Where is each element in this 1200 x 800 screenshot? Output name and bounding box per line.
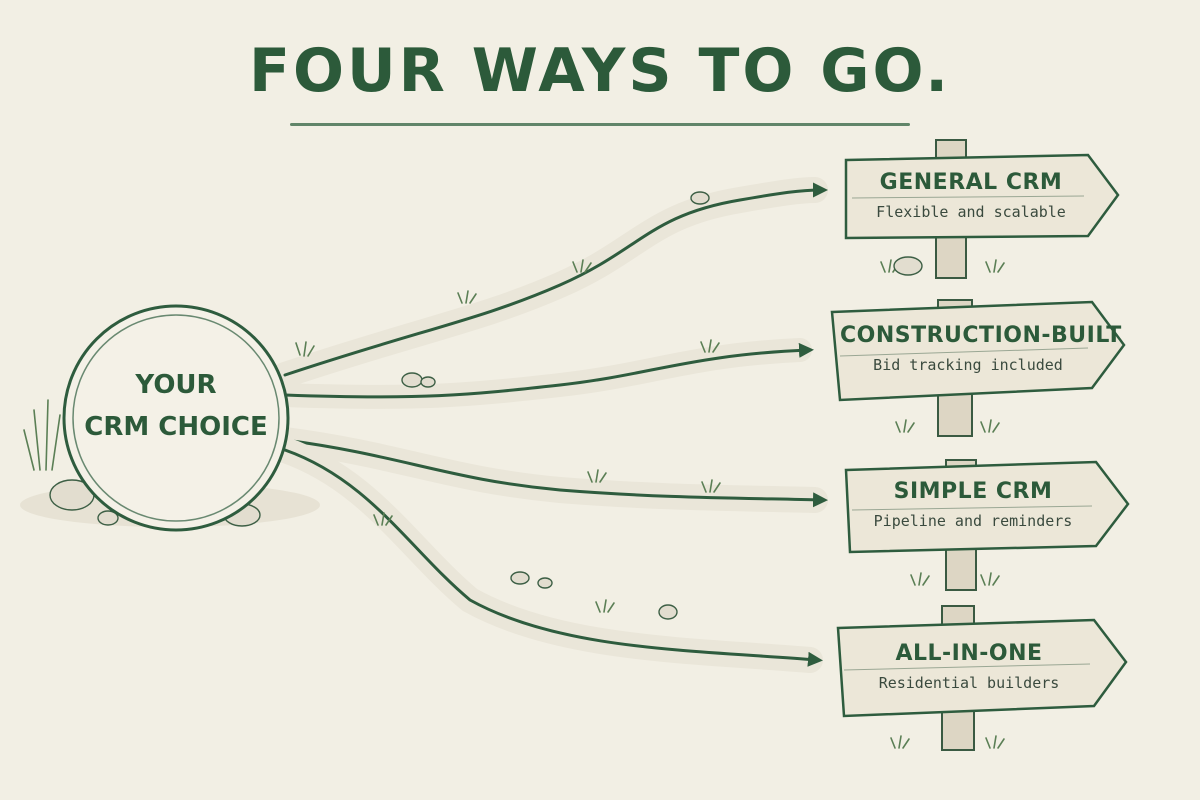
hub-label: YOUR CRM CHOICE <box>78 364 274 448</box>
hub-label-line2: CRM CHOICE <box>84 412 268 442</box>
rocks <box>49 191 923 620</box>
sign-simple-crm: SIMPLE CRM Pipeline and reminders <box>852 479 1094 530</box>
path-to-all-in-one <box>272 437 823 673</box>
path-to-general-crm <box>272 177 828 388</box>
sign-subtitle: Bid tracking included <box>873 356 1063 374</box>
signpost-general-crm <box>844 139 1120 279</box>
sign-subtitle: Pipeline and reminders <box>873 512 1073 530</box>
hub-label-line1: YOUR <box>135 370 217 400</box>
signpost-construction-built <box>830 299 1126 437</box>
sign-construction-built: CONSTRUCTION-BUILT Bid tracking included <box>840 323 1122 374</box>
path-to-construction-built <box>273 338 814 409</box>
page-title: FOUR WAYS TO GO. <box>248 36 952 106</box>
sign-title: ALL-IN-ONE <box>895 641 1043 666</box>
sign-general-crm: GENERAL CRM Flexible and scalable <box>852 170 1090 221</box>
sign-title: GENERAL CRM <box>879 170 1063 195</box>
signpost-simple-crm <box>844 459 1130 591</box>
sign-all-in-one: ALL-IN-ONE Residential builders <box>846 641 1092 692</box>
hub-circle <box>62 304 290 532</box>
sign-subtitle: Residential builders <box>878 674 1060 692</box>
signpost-all-in-one <box>836 605 1128 751</box>
sign-subtitle: Flexible and scalable <box>876 203 1066 221</box>
path-to-simple-crm <box>272 427 828 513</box>
title-underline <box>290 123 910 126</box>
sign-title: CONSTRUCTION-BUILT <box>840 323 1122 348</box>
sign-title: SIMPLE CRM <box>893 479 1053 504</box>
